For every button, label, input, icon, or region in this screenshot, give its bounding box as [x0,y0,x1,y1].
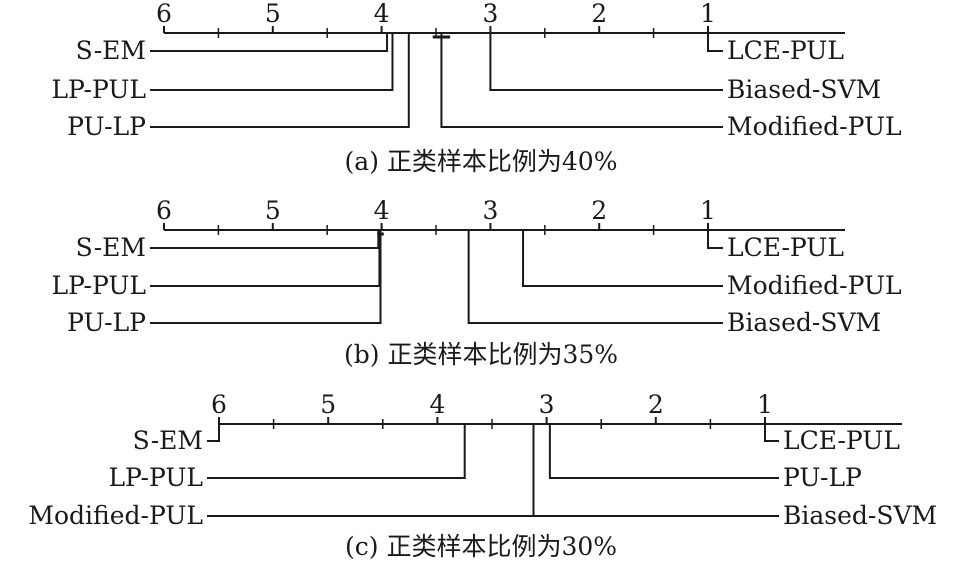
panel-c-tick-label-2: 2 [648,390,664,419]
panel-c-connector-modified-pul [207,424,535,517]
panel-c-connector-lce-pul [764,424,779,442]
panel-b-connector-lp-pul [150,230,381,287]
panel-b-connector-pu-lp [150,230,382,324]
panel-b-tick-label-6: 6 [156,196,172,225]
panel-b-connector-s-em [150,230,380,249]
panel-b-label-lp-pul: LP-PUL [51,271,146,300]
panel-a-label-lce-pul: LCE-PUL [727,36,844,65]
panel-a-caption: (a) 正类样本比例为40% [345,147,618,176]
panel-c-tick-label-5: 5 [320,390,336,419]
panel-b-tick-label-5: 5 [265,196,281,225]
panel-a-connector-lce-pul [707,33,723,52]
panel-c-label-biased-svm: Biased-SVM [783,501,937,530]
panel-b-label-modified-pul: Modified-PUL [727,271,902,300]
panel-a-tick-label-1: 1 [700,0,716,28]
panel-c-connector-pu-lp [548,424,779,479]
panel-a-label-biased-svm: Biased-SVM [727,75,881,104]
panel-a-tick-label-3: 3 [482,0,498,28]
panel-c-label-lce-pul: LCE-PUL [783,426,900,455]
panel-c-tick-label-3: 3 [539,390,555,419]
panel-b-tick-label-3: 3 [482,196,498,225]
panel-a-connector-pu-lp [150,33,410,128]
panel-c-label-s-em: S-EM [133,426,203,455]
panel-a-tick-label-6: 6 [156,0,172,28]
panel-a-tick-label-5: 5 [265,0,281,28]
panel-c-connector-biased-svm [532,424,779,517]
panel-a-tick-label-2: 2 [591,0,607,28]
panel-c-label-pu-lp: PU-LP [783,463,862,492]
panel-b-tick-label-4: 4 [374,196,390,225]
panel-a-connector-s-em [150,33,389,52]
panel-c-tick-label-4: 4 [429,390,445,419]
panel-a-connector-lp-pul [150,33,394,91]
panel-b-label-pu-lp: PU-LP [67,308,146,337]
panel-a-connector-biased-svm [489,33,723,91]
panel-b-label-s-em: S-EM [76,233,146,262]
panel-b-connector-modified-pul [522,230,723,287]
panel-c-connector-lp-pul [207,424,466,479]
panel-b-caption: (b) 正类样本比例为35% [344,340,618,369]
panel-a-label-lp-pul: LP-PUL [51,75,146,104]
panel-c-tick-label-1: 1 [757,390,773,419]
panel-a-label-s-em: S-EM [76,36,146,65]
panel-a-connector-modified-pul [440,33,723,128]
panel-c-caption: (c) 正类样本比例为30% [345,532,617,561]
panel-c-label-modified-pul: Modified-PUL [28,501,203,530]
panel-a-tick-label-4: 4 [374,0,390,28]
panel-a-label-modified-pul: Modified-PUL [727,112,902,141]
panel-b-label-lce-pul: LCE-PUL [727,233,844,262]
panel-a-label-pu-lp: PU-LP [67,112,146,141]
panel-c-tick-label-6: 6 [211,390,227,419]
panel-b-label-biased-svm: Biased-SVM [727,308,881,337]
panel-b-connector-lce-pul [707,230,723,249]
panel-b-connector-biased-svm [467,230,723,324]
panel-b-tick-label-1: 1 [700,196,716,225]
panel-c-label-lp-pul: LP-PUL [108,463,203,492]
panel-c-connector-s-em [207,424,220,442]
panel-b-tick-label-2: 2 [591,196,607,225]
